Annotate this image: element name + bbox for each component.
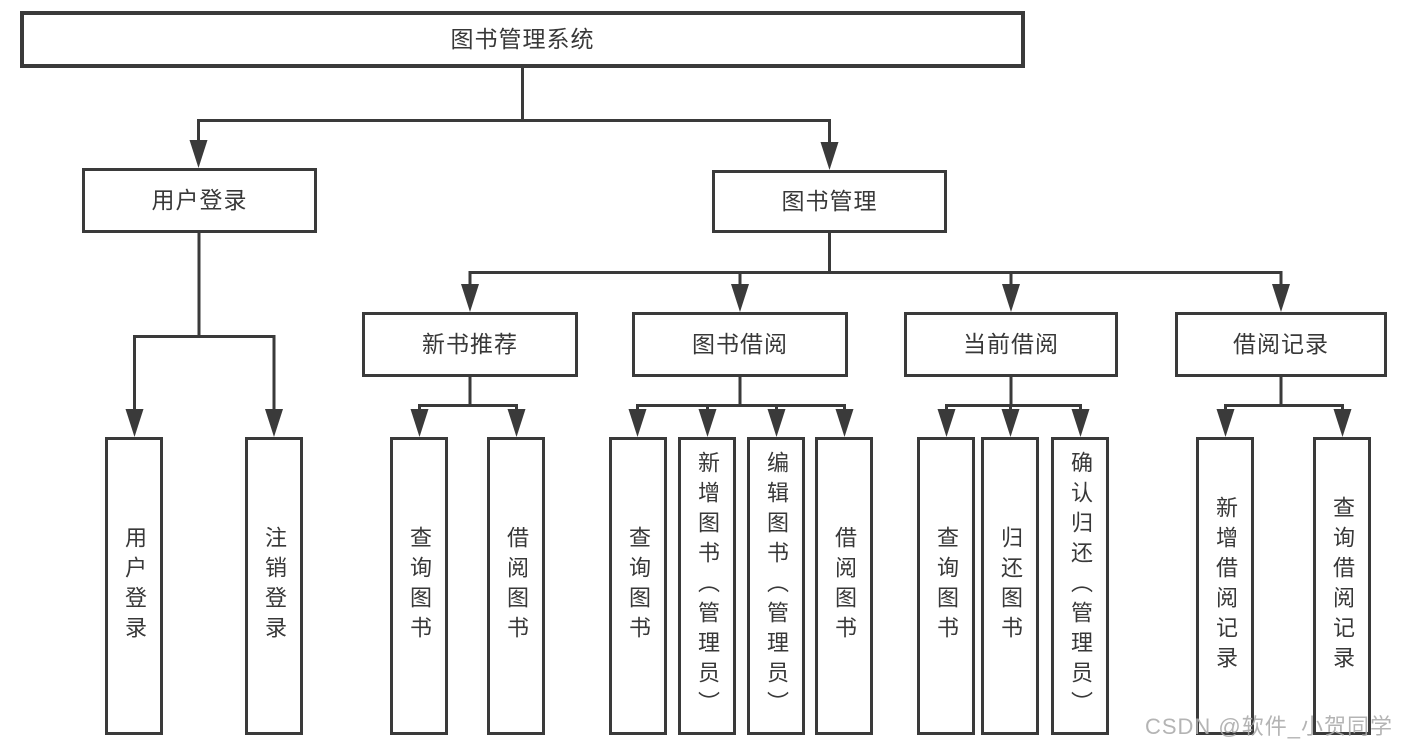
node-label: 查询图书 bbox=[934, 526, 959, 646]
leaf-query-borrow-record: 查询借阅记录 bbox=[1313, 437, 1371, 735]
node-label: 图书管理系统 bbox=[450, 25, 595, 52]
node-new-book-recommendation: 新书推荐 bbox=[362, 312, 578, 377]
node-root-library-management-system: 图书管理系统 bbox=[20, 11, 1025, 68]
node-label: 新增图书（管理员） bbox=[695, 451, 720, 721]
node-label: 用户登录 bbox=[122, 526, 147, 646]
leaf-confirm-return-admin: 确认归还（管理员） bbox=[1051, 437, 1109, 735]
node-label: 确认归还（管理员） bbox=[1068, 451, 1093, 721]
leaf-query-books-borrowing: 查询图书 bbox=[609, 437, 667, 735]
leaf-query-books-recommend: 查询图书 bbox=[390, 437, 448, 735]
node-label: 新书推荐 bbox=[422, 330, 518, 357]
node-label: 借阅记录 bbox=[1233, 330, 1329, 357]
node-label: 查询图书 bbox=[626, 526, 651, 646]
node-label: 图书借阅 bbox=[692, 330, 788, 357]
node-label: 新增借阅记录 bbox=[1213, 496, 1238, 676]
node-label: 借阅图书 bbox=[832, 526, 857, 646]
node-label: 当前借阅 bbox=[963, 330, 1059, 357]
leaf-borrow-books: 借阅图书 bbox=[815, 437, 873, 735]
leaf-add-books-admin: 新增图书（管理员） bbox=[678, 437, 736, 735]
node-label: 借阅图书 bbox=[504, 526, 529, 646]
leaf-return-books: 归还图书 bbox=[981, 437, 1039, 735]
leaf-add-borrow-record: 新增借阅记录 bbox=[1196, 437, 1254, 735]
node-book-management: 图书管理 bbox=[712, 170, 947, 233]
node-label: 编辑图书（管理员） bbox=[764, 451, 789, 721]
node-label: 归还图书 bbox=[998, 526, 1023, 646]
leaf-borrow-books-recommend: 借阅图书 bbox=[487, 437, 545, 735]
leaf-query-books-current: 查询图书 bbox=[917, 437, 975, 735]
node-current-borrowing: 当前借阅 bbox=[904, 312, 1118, 377]
csdn-watermark: CSDN @软件_小贺同学 bbox=[1144, 714, 1393, 739]
leaf-edit-books-admin: 编辑图书（管理员） bbox=[747, 437, 805, 735]
node-label: 注销登录 bbox=[262, 526, 287, 646]
leaf-logout: 注销登录 bbox=[245, 437, 303, 735]
node-user-login: 用户登录 bbox=[82, 168, 317, 233]
node-label: 用户登录 bbox=[151, 186, 248, 213]
leaf-user-login: 用户登录 bbox=[105, 437, 163, 735]
node-book-borrowing: 图书借阅 bbox=[632, 312, 848, 377]
node-borrowing-records: 借阅记录 bbox=[1175, 312, 1387, 377]
node-label: 图书管理 bbox=[781, 187, 878, 214]
node-label: 查询借阅记录 bbox=[1330, 496, 1355, 676]
node-label: 查询图书 bbox=[407, 526, 432, 646]
